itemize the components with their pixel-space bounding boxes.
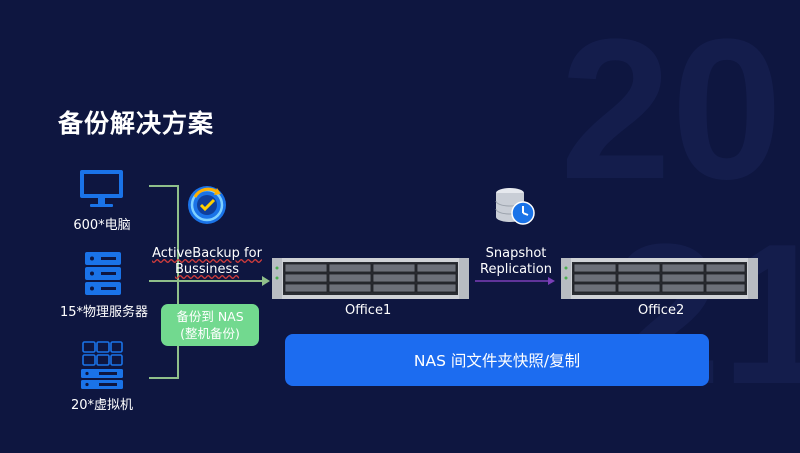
snapshot-replication-label: Snapshot Replication [470,246,562,278]
office1-label: Office1 [345,303,392,318]
nas-folder-replication-label: NAS 间文件夹快照/复制 [413,352,581,370]
virtual-machine-icon [81,341,123,389]
snapshot-label-line1: Snapshot [485,246,547,261]
database-clock-icon [495,188,535,225]
backup-to-nas-box: 备份到 NAS (整机备份) [161,304,259,346]
source-label-virtual-machines: 20*虚拟机 [70,398,134,413]
office2-label: Office2 [638,303,685,318]
page-title: 备份解决方案 [58,109,215,138]
nas-folder-replication-bar: NAS 间文件夹快照/复制 [285,334,709,386]
nas-box-line1: 备份到 NAS [176,309,244,324]
backup-app-label: ActiveBackup for Bussiness [150,246,264,278]
source-label-physical-servers: 15*物理服务器 [59,305,149,320]
nas-box-line2: (整机备份) [180,326,240,341]
source-label-computers: 600*电脑 [73,218,131,233]
snapshot-label-line2: Replication [480,262,552,277]
server-stack-icon [85,252,121,295]
monitor-icon [80,170,123,207]
backup-app-label-line2: Bussiness [174,262,240,277]
rack-nas-icon [272,258,469,299]
active-backup-icon [188,186,226,224]
backup-app-label-line1: ActiveBackup for [152,246,262,261]
rack-nas-icon [561,258,758,299]
background-numeral-top: 20 [560,0,783,221]
